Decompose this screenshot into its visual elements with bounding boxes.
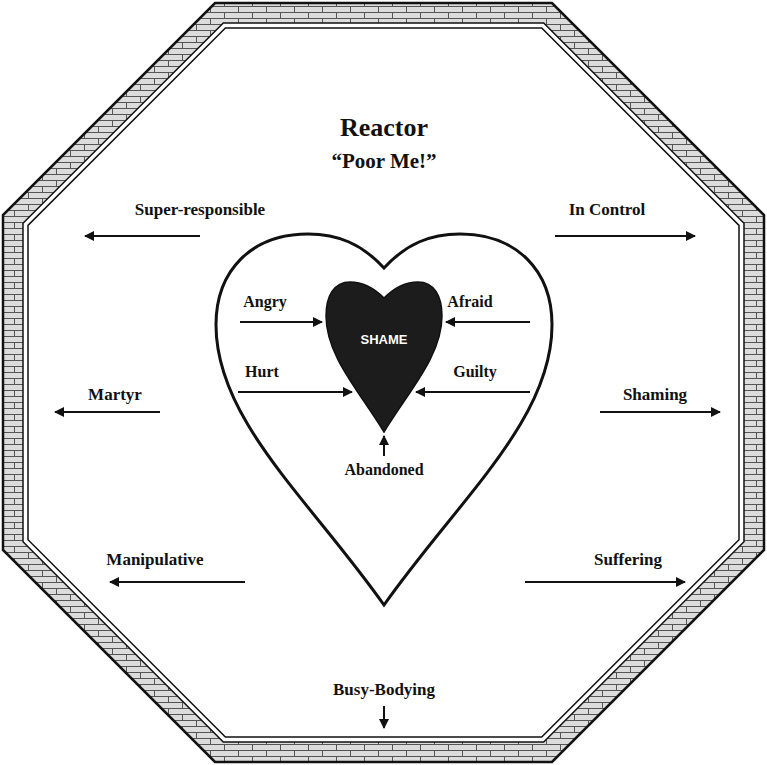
feeling-label: Abandoned (344, 461, 423, 479)
feeling-label: Angry (243, 293, 287, 311)
feeling-label: Hurt (245, 363, 279, 381)
title-text: Reactor (340, 114, 428, 143)
wall-outline (3, 3, 764, 762)
leader-arrow (383, 436, 385, 456)
reaction-label: Manipulative (106, 551, 203, 570)
heart-outline (216, 234, 552, 605)
reaction-label: Busy-Bodying (333, 681, 435, 700)
leader-arrow (446, 321, 530, 323)
shame-heart (326, 282, 442, 432)
leader-arrow (240, 321, 322, 323)
leader-arrow (600, 411, 720, 413)
leader-arrow (85, 235, 200, 237)
leader-arrow (416, 391, 530, 393)
wall-outline (28, 28, 739, 737)
leader-arrow (383, 706, 385, 728)
reaction-label: In Control (569, 201, 646, 220)
leader-arrow (238, 391, 352, 393)
feeling-label: Guilty (453, 363, 497, 381)
reaction-label: Suffering (594, 551, 662, 570)
heart-label: SHAME (361, 333, 408, 347)
inner-heart-shape (322, 278, 446, 436)
subtitle-text: “Poor Me!” (331, 150, 436, 173)
wall-outline (23, 23, 744, 742)
brick-wall (3, 3, 764, 762)
leader-arrow (525, 581, 685, 583)
leader-arrow (55, 411, 160, 413)
reaction-label: Martyr (88, 386, 142, 405)
reaction-label: Shaming (623, 386, 687, 405)
leader-arrow (555, 235, 695, 237)
reaction-label: Super-responsible (135, 201, 265, 220)
leader-arrow (110, 581, 245, 583)
feeling-label: Afraid (447, 293, 492, 311)
inner-heart: SHAME (322, 278, 446, 436)
outer-heart: Angry AfraidHurt GuiltyAbandoned SHAME (210, 228, 558, 610)
